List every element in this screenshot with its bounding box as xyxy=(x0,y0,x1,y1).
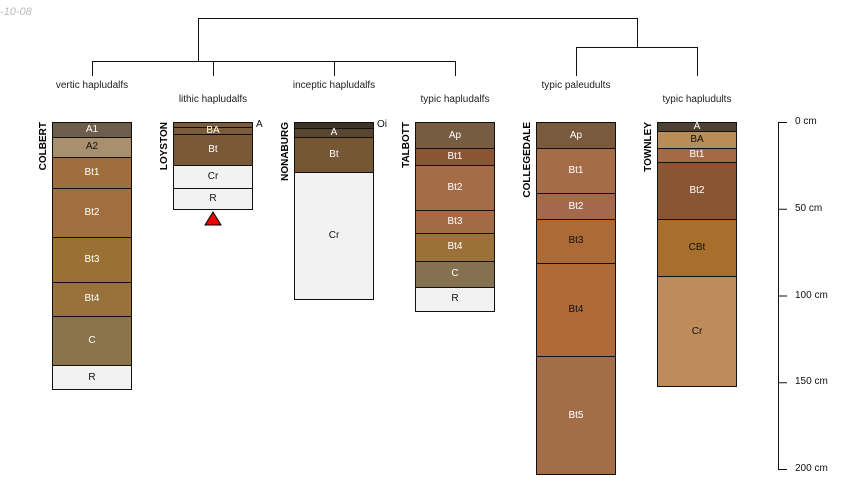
dendrogram-alfisol-branch xyxy=(92,61,456,76)
horizon-r: R xyxy=(52,364,132,391)
horizon-bt5: Bt5 xyxy=(536,356,616,476)
horizon-bt2: Bt2 xyxy=(536,193,616,221)
horizon-bt3: Bt3 xyxy=(52,236,132,283)
horizon-bt2: Bt2 xyxy=(52,187,132,238)
horizon-ap: Ap xyxy=(415,122,495,150)
subgroup-label: vertic hapludalfs xyxy=(55,80,129,91)
depth-tick-label: 100 cm xyxy=(795,289,828,301)
horizon-c: C xyxy=(415,260,495,288)
profile-name: TOWNLEY xyxy=(643,122,654,172)
horizon-r: R xyxy=(173,187,253,210)
subgroup-label: typic hapludults xyxy=(662,94,732,105)
horizon-bt: Bt xyxy=(294,136,374,174)
horizon-label-a: A xyxy=(256,118,263,130)
subgroup-label: typic paleudults xyxy=(541,80,611,91)
horizon-bt2: Bt2 xyxy=(415,165,495,212)
horizon-cr: Cr xyxy=(294,172,374,300)
horizon-bt1: Bt1 xyxy=(52,156,132,189)
horizon-ap: Ap xyxy=(536,122,616,150)
subgroup-label: lithic hapludalfs xyxy=(178,94,248,105)
subgroup-label: typic hapludalfs xyxy=(420,94,490,105)
date-label: -10-08 xyxy=(0,6,32,18)
horizon-bt3: Bt3 xyxy=(536,219,616,264)
profile-name: COLLEGEDALE xyxy=(522,122,533,198)
horizon-cr: Cr xyxy=(173,165,253,189)
horizon-cr: Cr xyxy=(657,276,737,387)
profile-name: COLBERT xyxy=(38,122,49,171)
lithic-contact-triangle-icon xyxy=(204,210,222,226)
depth-tick-label: 0 cm xyxy=(795,116,817,127)
dendrogram-root-branch xyxy=(198,18,638,61)
horizon-bt: Bt xyxy=(173,134,253,167)
horizon-cbt: CBt xyxy=(657,219,737,278)
horizon-c: C xyxy=(52,316,132,366)
horizon-bt4: Bt4 xyxy=(52,281,132,318)
subgroup-label: inceptic hapludalfs xyxy=(292,80,376,91)
horizon-bt1: Bt1 xyxy=(657,148,737,163)
depth-tick-label: 50 cm xyxy=(795,202,823,214)
profile-name: LOYSTON xyxy=(159,122,170,171)
horizon-bt2: Bt2 xyxy=(657,161,737,221)
depth-tick-label: 200 cm xyxy=(795,463,828,474)
horizon-ba: BA xyxy=(657,130,737,150)
depth-tick-label: 150 cm xyxy=(795,376,828,388)
horizon-a1: A1 xyxy=(52,122,132,138)
horizon-a2: A2 xyxy=(52,136,132,158)
horizon-bt4: Bt4 xyxy=(536,262,616,358)
horizon-label-oi: Oi xyxy=(377,119,387,131)
horizon-bt3: Bt3 xyxy=(415,210,495,235)
horizon-bt4: Bt4 xyxy=(415,233,495,262)
profile-name: NONABURG xyxy=(280,122,291,181)
horizon-bt1: Bt1 xyxy=(415,148,495,167)
horizon-r: R xyxy=(415,286,495,313)
horizon-bt1: Bt1 xyxy=(536,148,616,195)
dendrogram-ultisol-branch xyxy=(576,47,698,76)
profile-name: TALBOTT xyxy=(401,122,412,168)
